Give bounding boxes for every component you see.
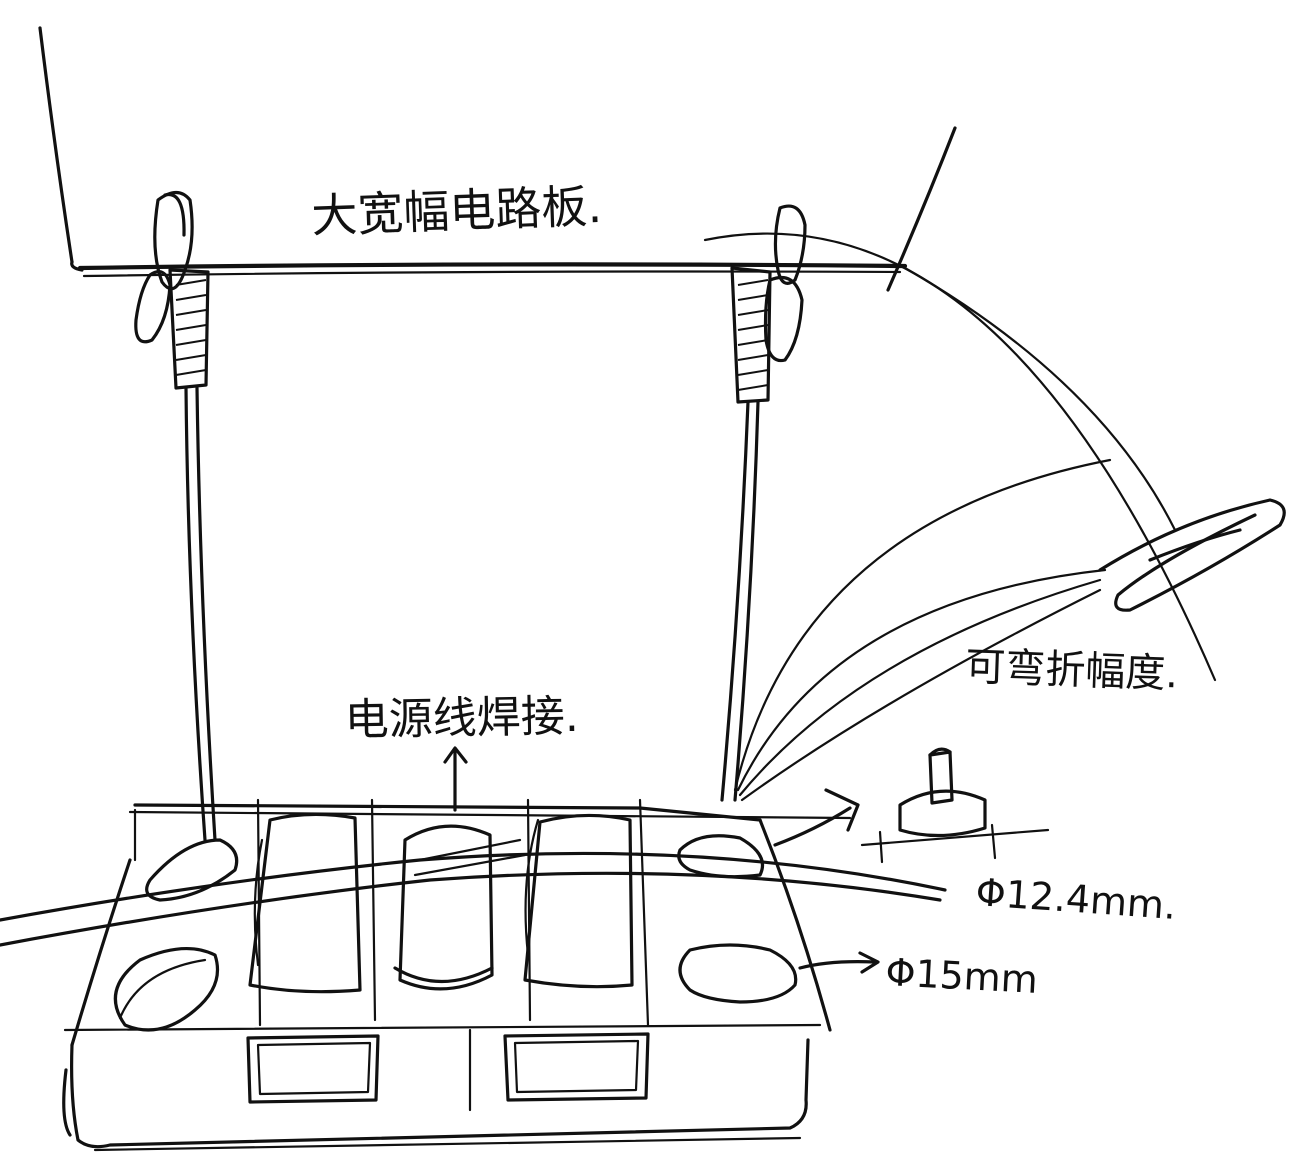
label-hole-small: Φ12.4mm. — [974, 870, 1177, 928]
label-hole-large: Φ15mm — [885, 950, 1039, 1002]
circuit-board-frame — [38, 26, 957, 292]
bend-range-arcs — [703, 232, 1286, 802]
right-clip — [720, 204, 807, 802]
label-circuit-board: 大宽幅电路板. — [310, 179, 602, 243]
base-box — [0, 746, 947, 1152]
knob-detail — [860, 747, 1050, 864]
left-clip — [134, 190, 217, 842]
label-bend-range: 可弯折幅度. — [965, 644, 1179, 697]
label-power-solder: 电源线焊接. — [344, 691, 579, 746]
